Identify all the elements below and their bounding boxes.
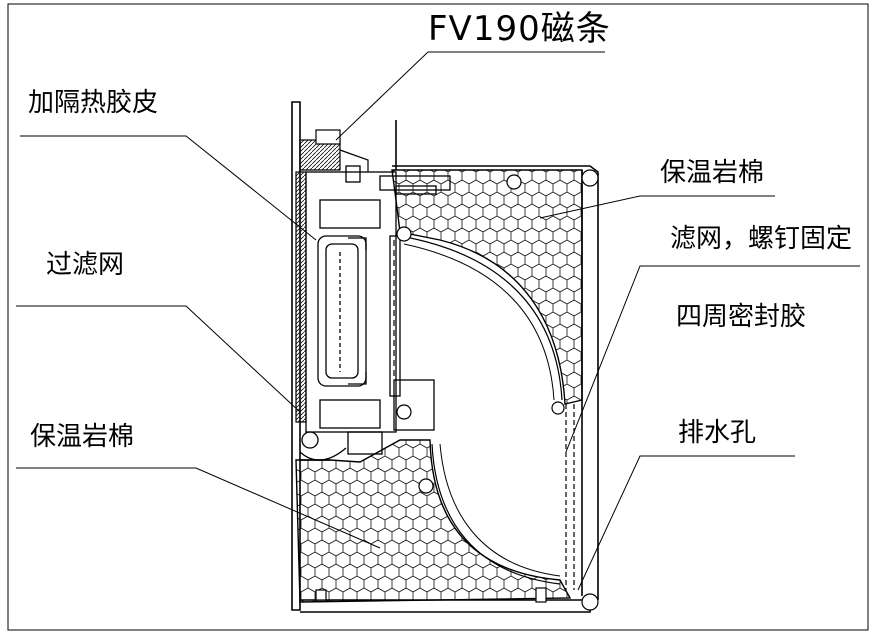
magnetic-strip [299, 129, 369, 172]
label-sealant: 四周密封胶 [676, 302, 807, 332]
door-profile [299, 165, 451, 461]
label-filter-screw: 滤网，螺钉固定 [670, 224, 853, 254]
label-filter-mesh: 过滤网 [46, 250, 125, 280]
right-filter-screen [393, 240, 575, 590]
leader-lines [16, 51, 860, 591]
label-lower-insulation: 保温岩棉 [30, 422, 135, 452]
fasteners [315, 169, 599, 611]
upper-insulation-panel [391, 169, 583, 405]
label-magnetic-strip: FV190磁条 [428, 9, 611, 49]
label-upper-insulation: 保温岩棉 [660, 158, 765, 188]
label-drain-hole: 排水孔 [678, 418, 757, 448]
insulation-rubber-strip [295, 171, 307, 423]
filter-mesh-unit [317, 235, 367, 387]
lower-insulation-panel [295, 439, 572, 603]
label-insulation-rubber: 加隔热胶皮 [28, 88, 159, 118]
border-frame [7, 3, 869, 631]
